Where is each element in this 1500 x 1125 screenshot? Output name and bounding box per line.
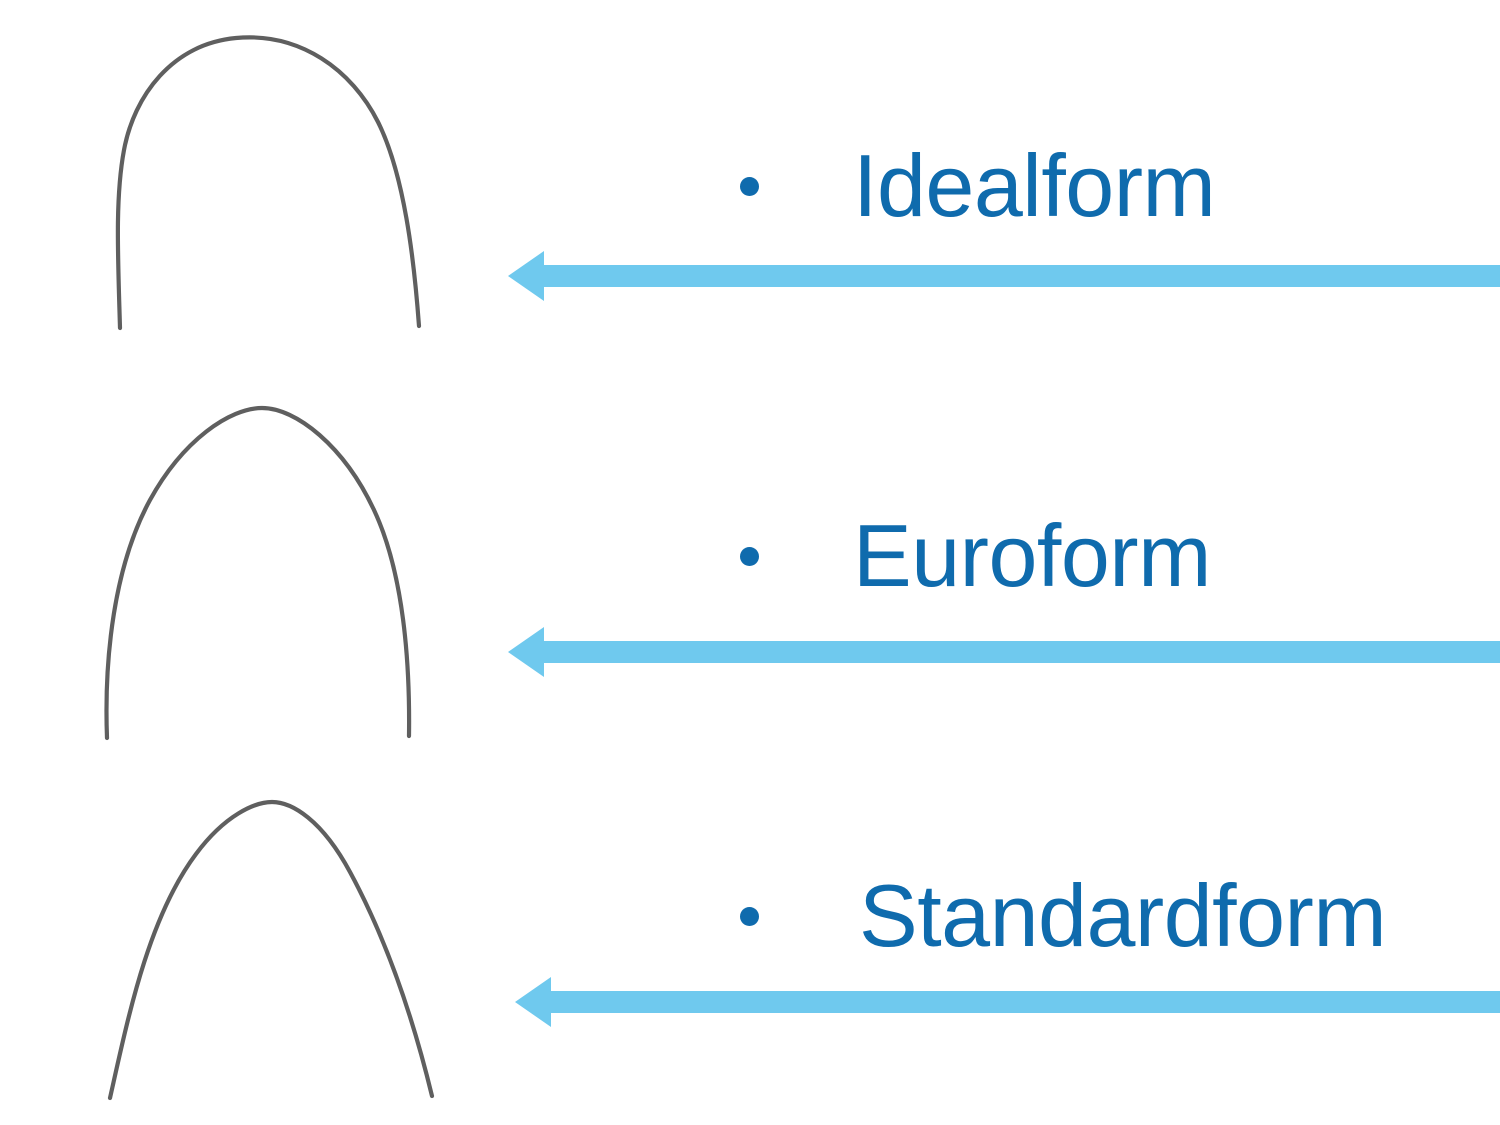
archwire-euroform-path [104,405,412,741]
arrow-left-idealform [508,248,1500,304]
bullet-dot-icon [740,176,759,196]
bullet-item-idealform: Idealform [740,136,1216,235]
arrow-left-standardform [515,974,1500,1030]
bullet-label-standardform: Standardform [859,866,1387,965]
archwire-euroform [0,396,520,746]
arrow-left-euroform [508,624,1500,680]
archwire-standardform-path [107,799,435,1101]
bullet-label-euroform: Euroform [853,506,1211,605]
bullet-dot-icon [740,906,759,926]
archwire-standardform [0,788,520,1113]
bullet-item-standardform: Standardform [740,866,1387,965]
bullet-item-euroform: Euroform [740,512,1211,600]
arrow-left-icon [508,251,1500,301]
archwire-idealform-path [115,35,422,331]
archwire-idealform [0,18,520,348]
arrow-left-icon [508,627,1500,677]
bullet-dot-icon [740,546,759,566]
arrow-left-icon [515,977,1500,1027]
bullet-label-idealform: Idealform [853,136,1216,235]
